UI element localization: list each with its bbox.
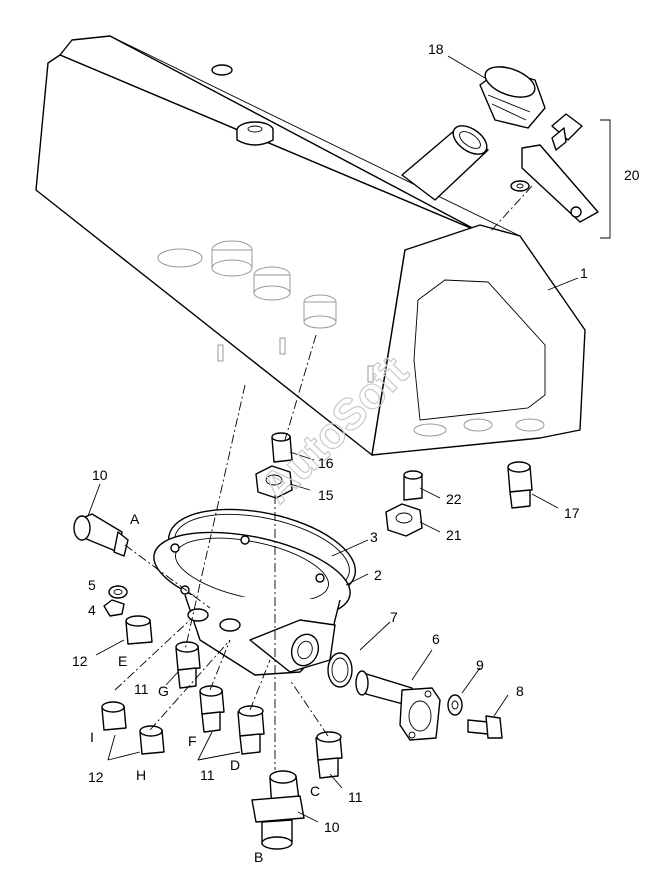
washer	[447, 694, 463, 716]
adapter-c	[315, 731, 343, 779]
sensor-flange	[355, 670, 441, 741]
nut-21	[385, 503, 423, 537]
callout-22: 22	[446, 491, 462, 507]
callout-15: 15	[318, 487, 334, 503]
nut-15	[255, 465, 293, 499]
callout-letter-f: F	[188, 733, 197, 749]
callout-4: 4	[88, 602, 96, 618]
callout-letter-e: E	[118, 653, 127, 669]
fitting-22	[403, 470, 423, 501]
plug-h	[139, 725, 165, 755]
callout-10-a: 10	[92, 467, 108, 483]
adapter-g	[175, 641, 201, 689]
callout-21: 21	[446, 527, 462, 543]
callout-letter-c: C	[310, 783, 320, 799]
bracket-assembly	[510, 113, 611, 239]
callout-5: 5	[88, 577, 96, 593]
plug-e	[125, 615, 153, 645]
callout-11-a: 11	[134, 681, 149, 697]
callout-10-b: 10	[324, 819, 340, 835]
callout-6: 6	[432, 631, 440, 647]
callout-7: 7	[390, 609, 398, 625]
fitting-b	[251, 770, 305, 850]
nut-washer	[103, 585, 128, 617]
assembly-axes	[114, 185, 533, 770]
leader-lines	[87, 55, 579, 823]
callout-letter-i: I	[90, 729, 94, 745]
callout-2: 2	[374, 567, 382, 583]
callout-letter-a: A	[130, 511, 140, 527]
callout-12-a: 12	[72, 653, 88, 669]
plug-i	[101, 701, 127, 731]
callout-3: 3	[370, 529, 378, 545]
callout-labels: 18 20 1 10 A 16 15 22 21 17 3 2 5 4 7 6 …	[72, 41, 640, 865]
callout-letter-d: D	[230, 757, 240, 773]
filler-neck	[401, 125, 489, 201]
fitting-a	[73, 513, 129, 557]
filler-cap	[479, 66, 546, 129]
callout-12-b: 12	[88, 769, 104, 785]
callout-letter-b: B	[254, 849, 263, 865]
callout-11-b: 11	[200, 767, 215, 783]
callout-18: 18	[428, 41, 444, 57]
adapter-d	[237, 705, 265, 755]
callout-9: 9	[476, 657, 484, 673]
callout-17: 17	[564, 505, 580, 521]
callout-letter-g: G	[158, 683, 169, 699]
callout-8: 8	[516, 683, 524, 699]
callout-letter-h: H	[136, 767, 146, 783]
bolt	[467, 715, 503, 739]
callout-11-c: 11	[348, 789, 363, 805]
callout-16: 16	[318, 455, 334, 471]
tank-body	[35, 35, 586, 456]
callout-20: 20	[624, 167, 640, 183]
callout-1: 1	[580, 265, 588, 281]
adapter-f	[199, 685, 225, 733]
tank-side-fittings	[157, 240, 545, 437]
fitting-17	[507, 461, 533, 509]
